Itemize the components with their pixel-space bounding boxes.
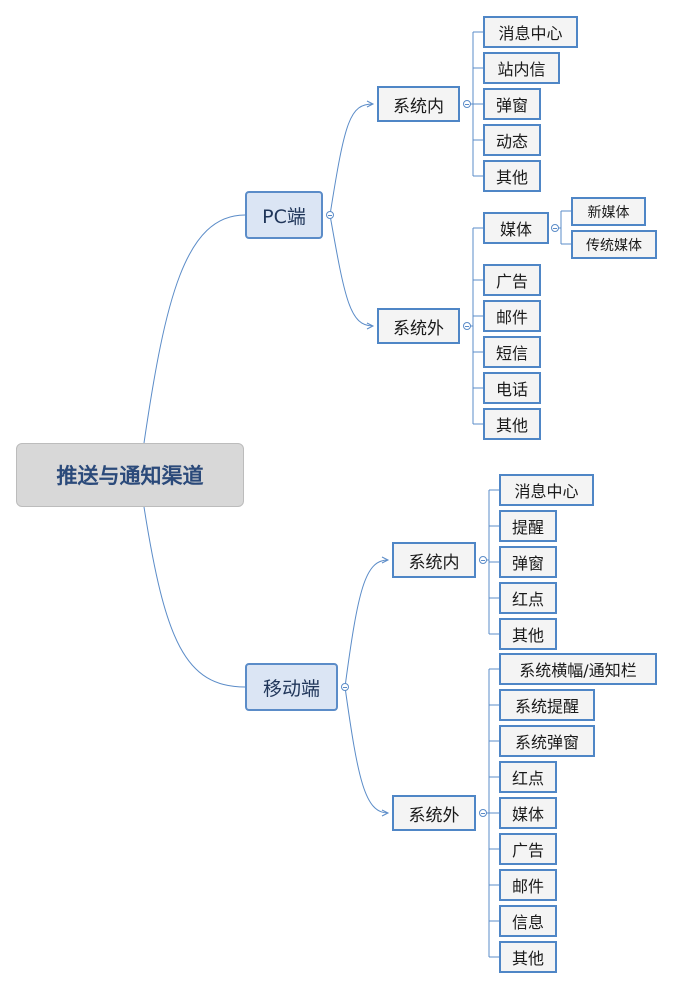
- node-pc-inside-other[interactable]: 其他: [483, 160, 541, 192]
- node-mobile-inside-other[interactable]: 其他: [499, 618, 557, 650]
- node-pc-inside-popup[interactable]: 弹窗: [483, 88, 541, 120]
- bracket-pc-inside: [472, 31, 483, 177]
- node-pc-outside-traditional-media[interactable]: 传统媒体: [571, 230, 657, 259]
- node-pc-inside-feed[interactable]: 动态: [483, 124, 541, 156]
- node-mobile-outside-email[interactable]: 邮件: [499, 869, 557, 901]
- bracket-mobile-outside: [488, 668, 499, 958]
- node-pc-inside-message-center[interactable]: 消息中心: [483, 16, 578, 48]
- arrow-mobile-inside: [381, 556, 390, 564]
- link-pc-inside: [329, 103, 374, 216]
- node-pc-outside-phone[interactable]: 电话: [483, 372, 541, 404]
- node-pc-outside-other[interactable]: 其他: [483, 408, 541, 440]
- link-mobile-outside: [344, 686, 389, 814]
- link-mobile-inside: [344, 559, 389, 688]
- node-pc-outside[interactable]: 系统外: [377, 308, 460, 344]
- node-mobile-outside-other[interactable]: 其他: [499, 941, 557, 973]
- node-mobile-outside-system-popup[interactable]: 系统弹窗: [499, 725, 595, 757]
- bracket-pc-outside: [472, 227, 483, 425]
- node-mobile-outside-media[interactable]: 媒体: [499, 797, 557, 829]
- node-mobile-outside-banner[interactable]: 系统横幅/通知栏: [499, 653, 657, 685]
- node-pc-outside-sms[interactable]: 短信: [483, 336, 541, 368]
- node-mobile-inside-reminder[interactable]: 提醒: [499, 510, 557, 542]
- node-mobile-outside-ad[interactable]: 广告: [499, 833, 557, 865]
- node-mobile-outside-system-reminder[interactable]: 系统提醒: [499, 689, 595, 721]
- link-root-pc: [143, 214, 246, 444]
- node-mobile-inside-message-center[interactable]: 消息中心: [499, 474, 594, 506]
- node-mobile-outside[interactable]: 系统外: [392, 795, 476, 831]
- node-pc-outside-email[interactable]: 邮件: [483, 300, 541, 332]
- collapse-toggle-icon[interactable]: [326, 211, 334, 219]
- node-pc[interactable]: PC端: [245, 191, 323, 239]
- collapse-toggle-icon[interactable]: [463, 322, 471, 330]
- link-pc-outside: [329, 214, 374, 327]
- bracket-mobile-inside: [488, 489, 499, 635]
- arrow-pc-outside: [366, 322, 375, 330]
- collapse-toggle-icon[interactable]: [479, 809, 487, 817]
- node-pc-inside[interactable]: 系统内: [377, 86, 460, 122]
- bracket-pc-media: [560, 210, 571, 245]
- collapse-toggle-icon[interactable]: [463, 100, 471, 108]
- collapse-toggle-icon[interactable]: [551, 224, 559, 232]
- collapse-toggle-icon[interactable]: [479, 556, 487, 564]
- node-pc-outside-new-media[interactable]: 新媒体: [571, 197, 646, 226]
- link-root-mobile: [143, 506, 246, 688]
- node-mobile[interactable]: 移动端: [245, 663, 338, 711]
- node-mobile-outside-red-dot[interactable]: 红点: [499, 761, 557, 793]
- node-pc-outside-media[interactable]: 媒体: [483, 212, 549, 244]
- collapse-toggle-icon[interactable]: [341, 683, 349, 691]
- node-mobile-inside-red-dot[interactable]: 红点: [499, 582, 557, 614]
- node-mobile-inside[interactable]: 系统内: [392, 542, 476, 578]
- node-pc-inside-site-mail[interactable]: 站内信: [483, 52, 560, 84]
- arrow-mobile-outside: [381, 809, 390, 817]
- arrow-pc-inside: [366, 100, 375, 108]
- node-mobile-inside-popup[interactable]: 弹窗: [499, 546, 557, 578]
- node-mobile-outside-message[interactable]: 信息: [499, 905, 557, 937]
- node-pc-outside-ad[interactable]: 广告: [483, 264, 541, 296]
- root-node[interactable]: 推送与通知渠道: [16, 443, 244, 507]
